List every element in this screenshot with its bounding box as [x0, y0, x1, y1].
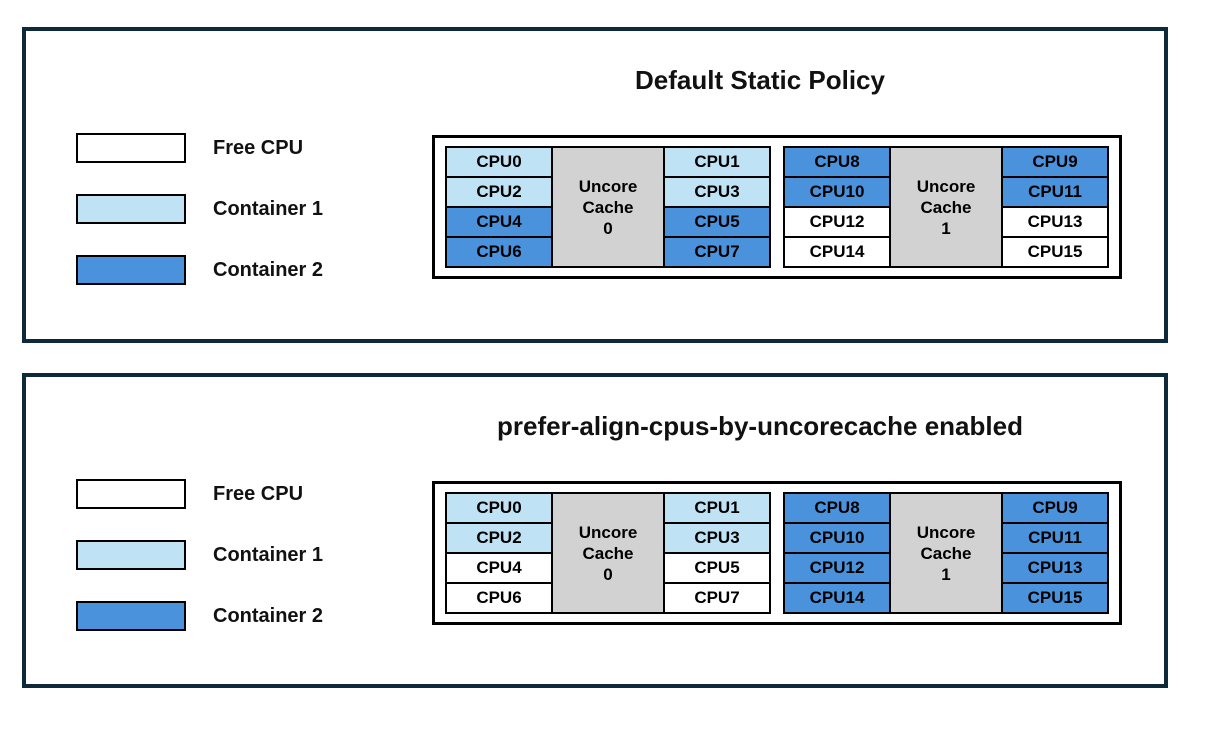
- cpu-cell-cpu6: CPU6: [447, 238, 551, 266]
- cpu-cell-cpu11: CPU11: [1003, 524, 1107, 552]
- legend-item-container-1: Container 1: [76, 194, 323, 224]
- cpu-cell-cpu8: CPU8: [785, 148, 889, 176]
- cpu-cell-cpu9: CPU9: [1003, 148, 1107, 176]
- cpu-cell-cpu10: CPU10: [785, 178, 889, 206]
- cpu-cell-cpu13: CPU13: [1003, 554, 1107, 582]
- legend-label-container-1: Container 1: [213, 543, 324, 566]
- cpu-cell-cpu10: CPU10: [785, 524, 889, 552]
- cpu-cell-cpu0: CPU0: [447, 148, 551, 176]
- cpu-cell-cpu13: CPU13: [1003, 208, 1107, 236]
- cpu-cell-cpu12: CPU12: [785, 554, 889, 582]
- legend: Free CPU Container 1 Container 2: [76, 133, 323, 316]
- cpu-cell-cpu9: CPU9: [1003, 494, 1107, 522]
- panel-title: prefer-align-cpus-by-uncorecache enabled: [497, 411, 1023, 441]
- legend-swatch-free-cpu: [76, 479, 186, 509]
- cpu-cell-cpu2: CPU2: [447, 178, 551, 206]
- uncore-cache-label-line: 0: [603, 564, 613, 584]
- legend-label-container-2: Container 2: [213, 604, 324, 627]
- legend-swatch-container-1: [76, 194, 186, 224]
- uncore-cache-label-line: Cache: [582, 543, 634, 563]
- uncore-cache-label-line: Uncore: [578, 522, 638, 542]
- cpu-cell-cpu4: CPU4: [447, 554, 551, 582]
- cpu-cell-cpu1: CPU1: [665, 494, 769, 522]
- cpu-cell-cpu12: CPU12: [785, 208, 889, 236]
- panel-title: Default Static Policy: [635, 65, 885, 95]
- uncore-cache-label-line: Uncore: [578, 176, 638, 196]
- cpu-cell-cpu2: CPU2: [447, 524, 551, 552]
- legend-swatch-free-cpu: [76, 133, 186, 163]
- legend-item-container-2: Container 2: [76, 601, 323, 631]
- legend-item-container-2: Container 2: [76, 255, 323, 285]
- panel-default-static-policy: Default Static Policy Free CPU Container …: [22, 27, 1168, 343]
- legend-swatch-container-1: [76, 540, 186, 570]
- legend-swatch-container-2: [76, 601, 186, 631]
- legend-label-free-cpu: Free CPU: [213, 136, 304, 159]
- uncore-cache-label-line: Uncore: [916, 176, 976, 196]
- cpu-cell-cpu11: CPU11: [1003, 178, 1107, 206]
- cpu-cell-cpu7: CPU7: [665, 584, 769, 612]
- legend-item-container-1: Container 1: [76, 540, 323, 570]
- legend: Free CPU Container 1 Container 2: [76, 479, 323, 662]
- cpu-cell-cpu5: CPU5: [665, 208, 769, 236]
- cpu-cell-cpu4: CPU4: [447, 208, 551, 236]
- panel-prefer-align-uncorecache: prefer-align-cpus-by-uncorecache enabled…: [22, 373, 1168, 688]
- cpu-cell-cpu3: CPU3: [665, 178, 769, 206]
- legend-label-container-2: Container 2: [213, 258, 324, 281]
- cpu-cell-cpu3: CPU3: [665, 524, 769, 552]
- uncore-cache-label-line: 1: [941, 564, 951, 584]
- cpu-cell-cpu0: CPU0: [447, 494, 551, 522]
- uncore-cache-label-line: 1: [941, 218, 951, 238]
- legend-swatch-container-2: [76, 255, 186, 285]
- uncore-cache-label-line: Cache: [582, 197, 634, 217]
- cpu-cell-cpu15: CPU15: [1003, 238, 1107, 266]
- cpu-cell-cpu14: CPU14: [785, 238, 889, 266]
- legend-label-free-cpu: Free CPU: [213, 482, 304, 505]
- uncore-cache-label-line: Cache: [920, 197, 972, 217]
- cpu-cell-cpu1: CPU1: [665, 148, 769, 176]
- cpu-cell-cpu5: CPU5: [665, 554, 769, 582]
- uncore-cache-label-line: Cache: [920, 543, 972, 563]
- legend-label-container-1: Container 1: [213, 197, 324, 220]
- cpu-cell-cpu14: CPU14: [785, 584, 889, 612]
- cpu-cell-cpu8: CPU8: [785, 494, 889, 522]
- uncore-cache-label-line: Uncore: [916, 522, 976, 542]
- cpu-cell-cpu7: CPU7: [665, 238, 769, 266]
- legend-item-free-cpu: Free CPU: [76, 133, 323, 163]
- cpu-cell-cpu15: CPU15: [1003, 584, 1107, 612]
- legend-item-free-cpu: Free CPU: [76, 479, 323, 509]
- uncore-cache-label-line: 0: [603, 218, 613, 238]
- cpu-cell-cpu6: CPU6: [447, 584, 551, 612]
